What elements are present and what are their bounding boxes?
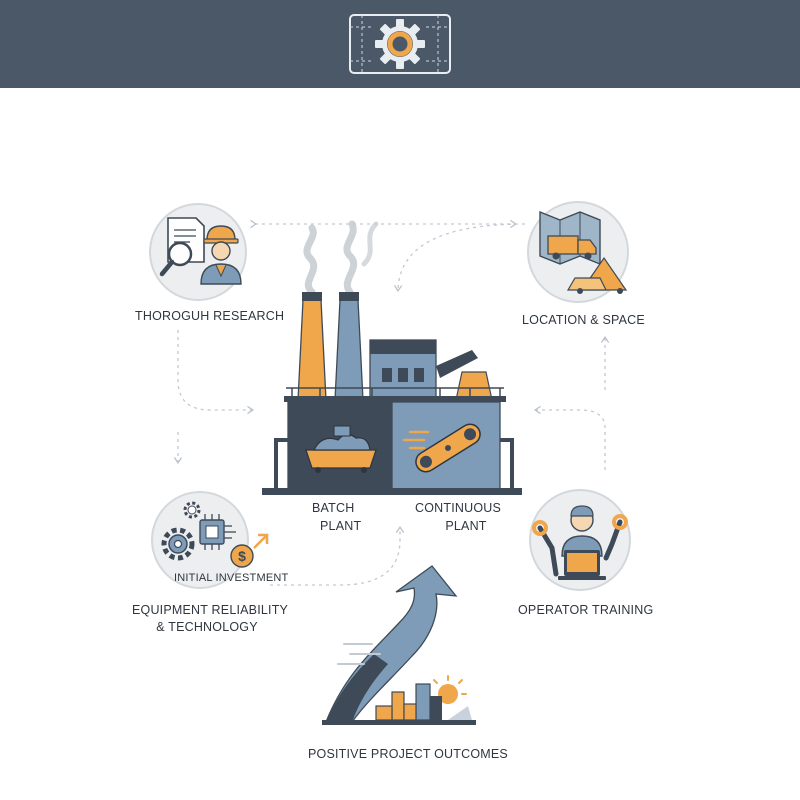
location-icon-group (527, 201, 629, 303)
location-label: LOCATION & SPACE (522, 313, 645, 327)
batch-plant-line2: PLANT (320, 519, 362, 533)
equipment-label: EQUIPMENT RELIABILITY & TECHNOLOGY (132, 602, 289, 635)
gear-icon (161, 527, 195, 561)
batch-plant-label: BATCH PLANT (300, 500, 362, 534)
chip-gear-icon (199, 514, 236, 550)
growth-arrow-city-icon (322, 565, 476, 725)
equipment-icon-group: $ (151, 491, 269, 589)
training-icon-group (529, 489, 631, 591)
research-label: THOROGUH RESEARCH (135, 309, 285, 323)
map-truck-icon (539, 210, 628, 294)
factory-icon (262, 220, 522, 495)
engineer-icon (200, 225, 242, 285)
document-search-icon (159, 217, 205, 277)
research-icon-group (149, 203, 247, 301)
continuous-plant-line2: PLANT (445, 519, 487, 533)
continuous-plant-label: CONTINUOUS PLANT (412, 500, 504, 534)
wrench-worker-laptop-icon (532, 505, 628, 580)
gear-icon (183, 501, 201, 519)
dollar-arrow-icon: $ (230, 533, 269, 568)
training-label: OPERATOR TRAINING (518, 603, 654, 617)
equipment-line1: EQUIPMENT RELIABILITY (132, 603, 289, 617)
header-bar (0, 0, 800, 88)
gear-icon (349, 14, 451, 74)
investment-label: INITIAL INVESTMENT (174, 572, 289, 584)
equipment-line2: & TECHNOLOGY (156, 620, 258, 634)
batch-plant-line1: BATCH (312, 501, 355, 515)
continuous-plant-line1: CONTINUOUS (414, 501, 502, 515)
outcomes-label: POSITIVE PROJECT OUTCOMES (308, 747, 508, 761)
connector-lines (173, 219, 610, 586)
svg-text:$: $ (238, 548, 246, 564)
